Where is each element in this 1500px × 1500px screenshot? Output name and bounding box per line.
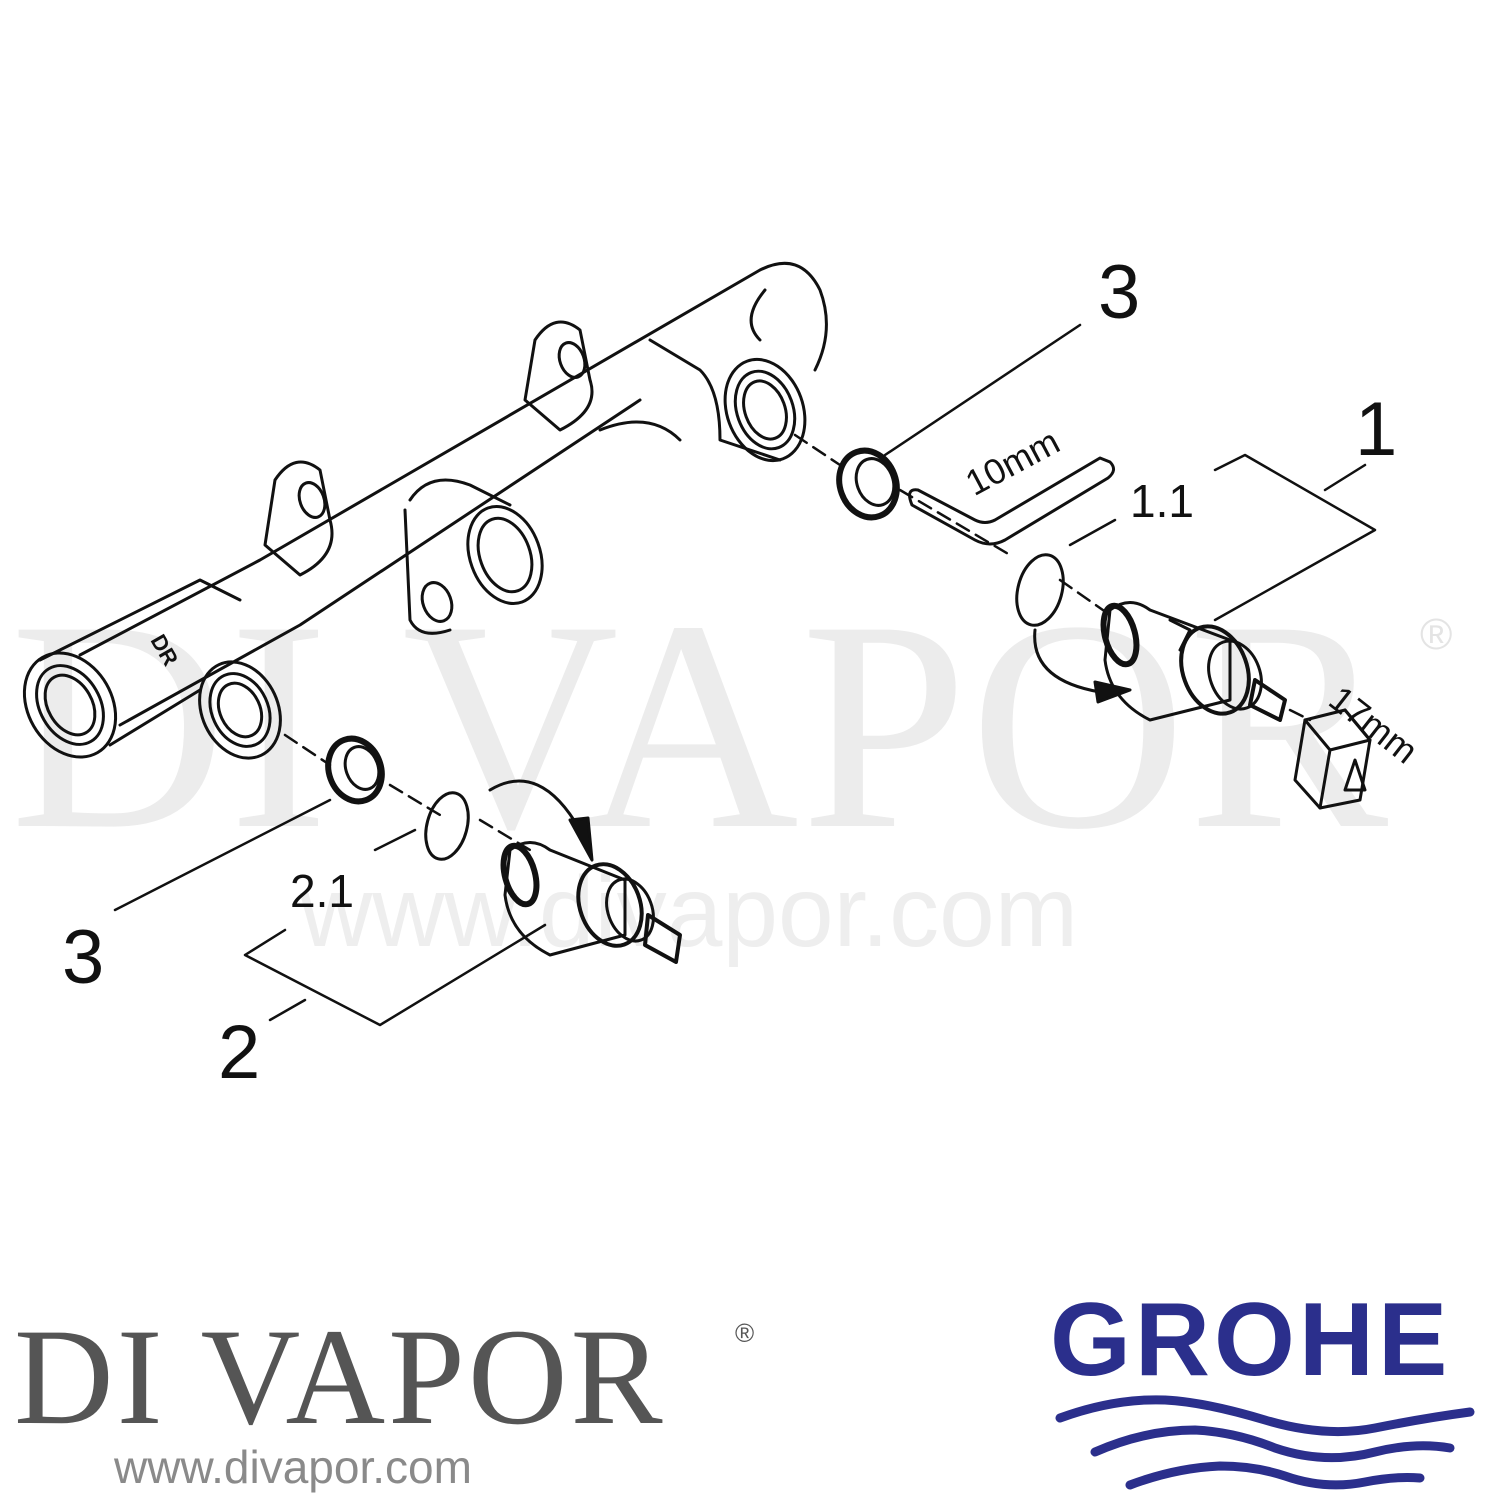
o-ring-right xyxy=(1015,553,1065,627)
divapor-url: www.divapor.com xyxy=(114,1441,472,1493)
hex-key-10mm xyxy=(908,456,1115,546)
watermark-brand: DI VAPOR xyxy=(10,559,1391,891)
callout-3-left: 3 xyxy=(62,915,105,1000)
grohe-logo: GROHE xyxy=(1050,1282,1452,1398)
callout-1-1: 1.1 xyxy=(1130,475,1194,527)
divapor-logo: DI VAPOR xyxy=(14,1300,666,1453)
callout-1: 1 xyxy=(1355,387,1398,472)
divapor-registered-mark: ® xyxy=(735,1318,755,1348)
cartridge-left xyxy=(488,779,682,964)
valve-body: DR xyxy=(22,261,828,760)
socket-17mm xyxy=(1293,708,1372,810)
watermark-url: www.divapor.com xyxy=(300,856,1079,968)
watermark-registered-mark: ® xyxy=(1420,610,1453,659)
o-ring-left xyxy=(424,791,470,861)
leader-lines xyxy=(113,323,1377,1027)
check-valve-right xyxy=(836,447,900,521)
callout-2: 2 xyxy=(218,1010,261,1095)
grohe-waves-icon xyxy=(1055,1395,1475,1490)
callout-2-1: 2.1 xyxy=(290,865,354,917)
check-valve-left xyxy=(325,735,385,805)
cartridge-right xyxy=(1033,601,1287,722)
callout-3-right: 3 xyxy=(1098,250,1141,335)
body-marking: DR xyxy=(146,630,184,670)
